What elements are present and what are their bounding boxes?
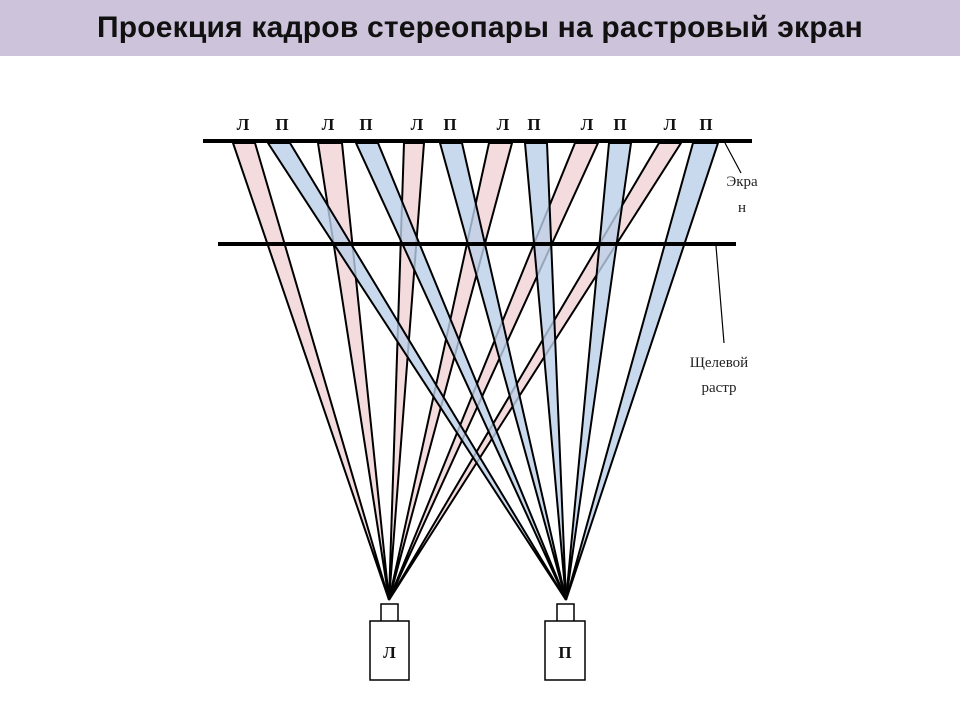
screen-leader-line: [724, 142, 742, 174]
projector-left-body: [369, 620, 410, 681]
right-beam-5: [565, 142, 633, 601]
top-label-11: Л: [664, 115, 677, 134]
top-label-7: Л: [497, 115, 510, 134]
screen-label-line1: Экра: [726, 174, 758, 190]
title-bar: Проекция кадров стереопары на растровый …: [0, 0, 960, 56]
beams-group: [231, 142, 720, 601]
projector-right-lens: [556, 603, 575, 623]
projector-left-lens: [380, 603, 399, 623]
top-label-4: П: [359, 115, 372, 134]
top-label-5: Л: [411, 115, 424, 134]
page-title: Проекция кадров стереопары на растровый …: [96, 11, 864, 44]
projector-left: Л: [369, 603, 410, 681]
top-label-12: П: [699, 115, 712, 134]
projector-right: П: [544, 603, 586, 681]
top-label-1: Л: [237, 115, 250, 134]
projector-right-body: [544, 620, 586, 681]
projector-left-label: Л: [383, 643, 396, 662]
top-label-2: П: [275, 115, 288, 134]
raster-leader-line: [715, 245, 725, 344]
top-label-3: Л: [322, 115, 335, 134]
projector-right-label: П: [558, 643, 571, 662]
top-label-10: П: [613, 115, 626, 134]
raster-label-line1: Щелевой: [690, 355, 748, 371]
top-label-8: П: [527, 115, 540, 134]
top-label-9: Л: [581, 115, 594, 134]
screen-label-line2: н: [738, 200, 746, 216]
raster-label-line2: растр: [701, 380, 736, 396]
top-label-6: П: [443, 115, 456, 134]
